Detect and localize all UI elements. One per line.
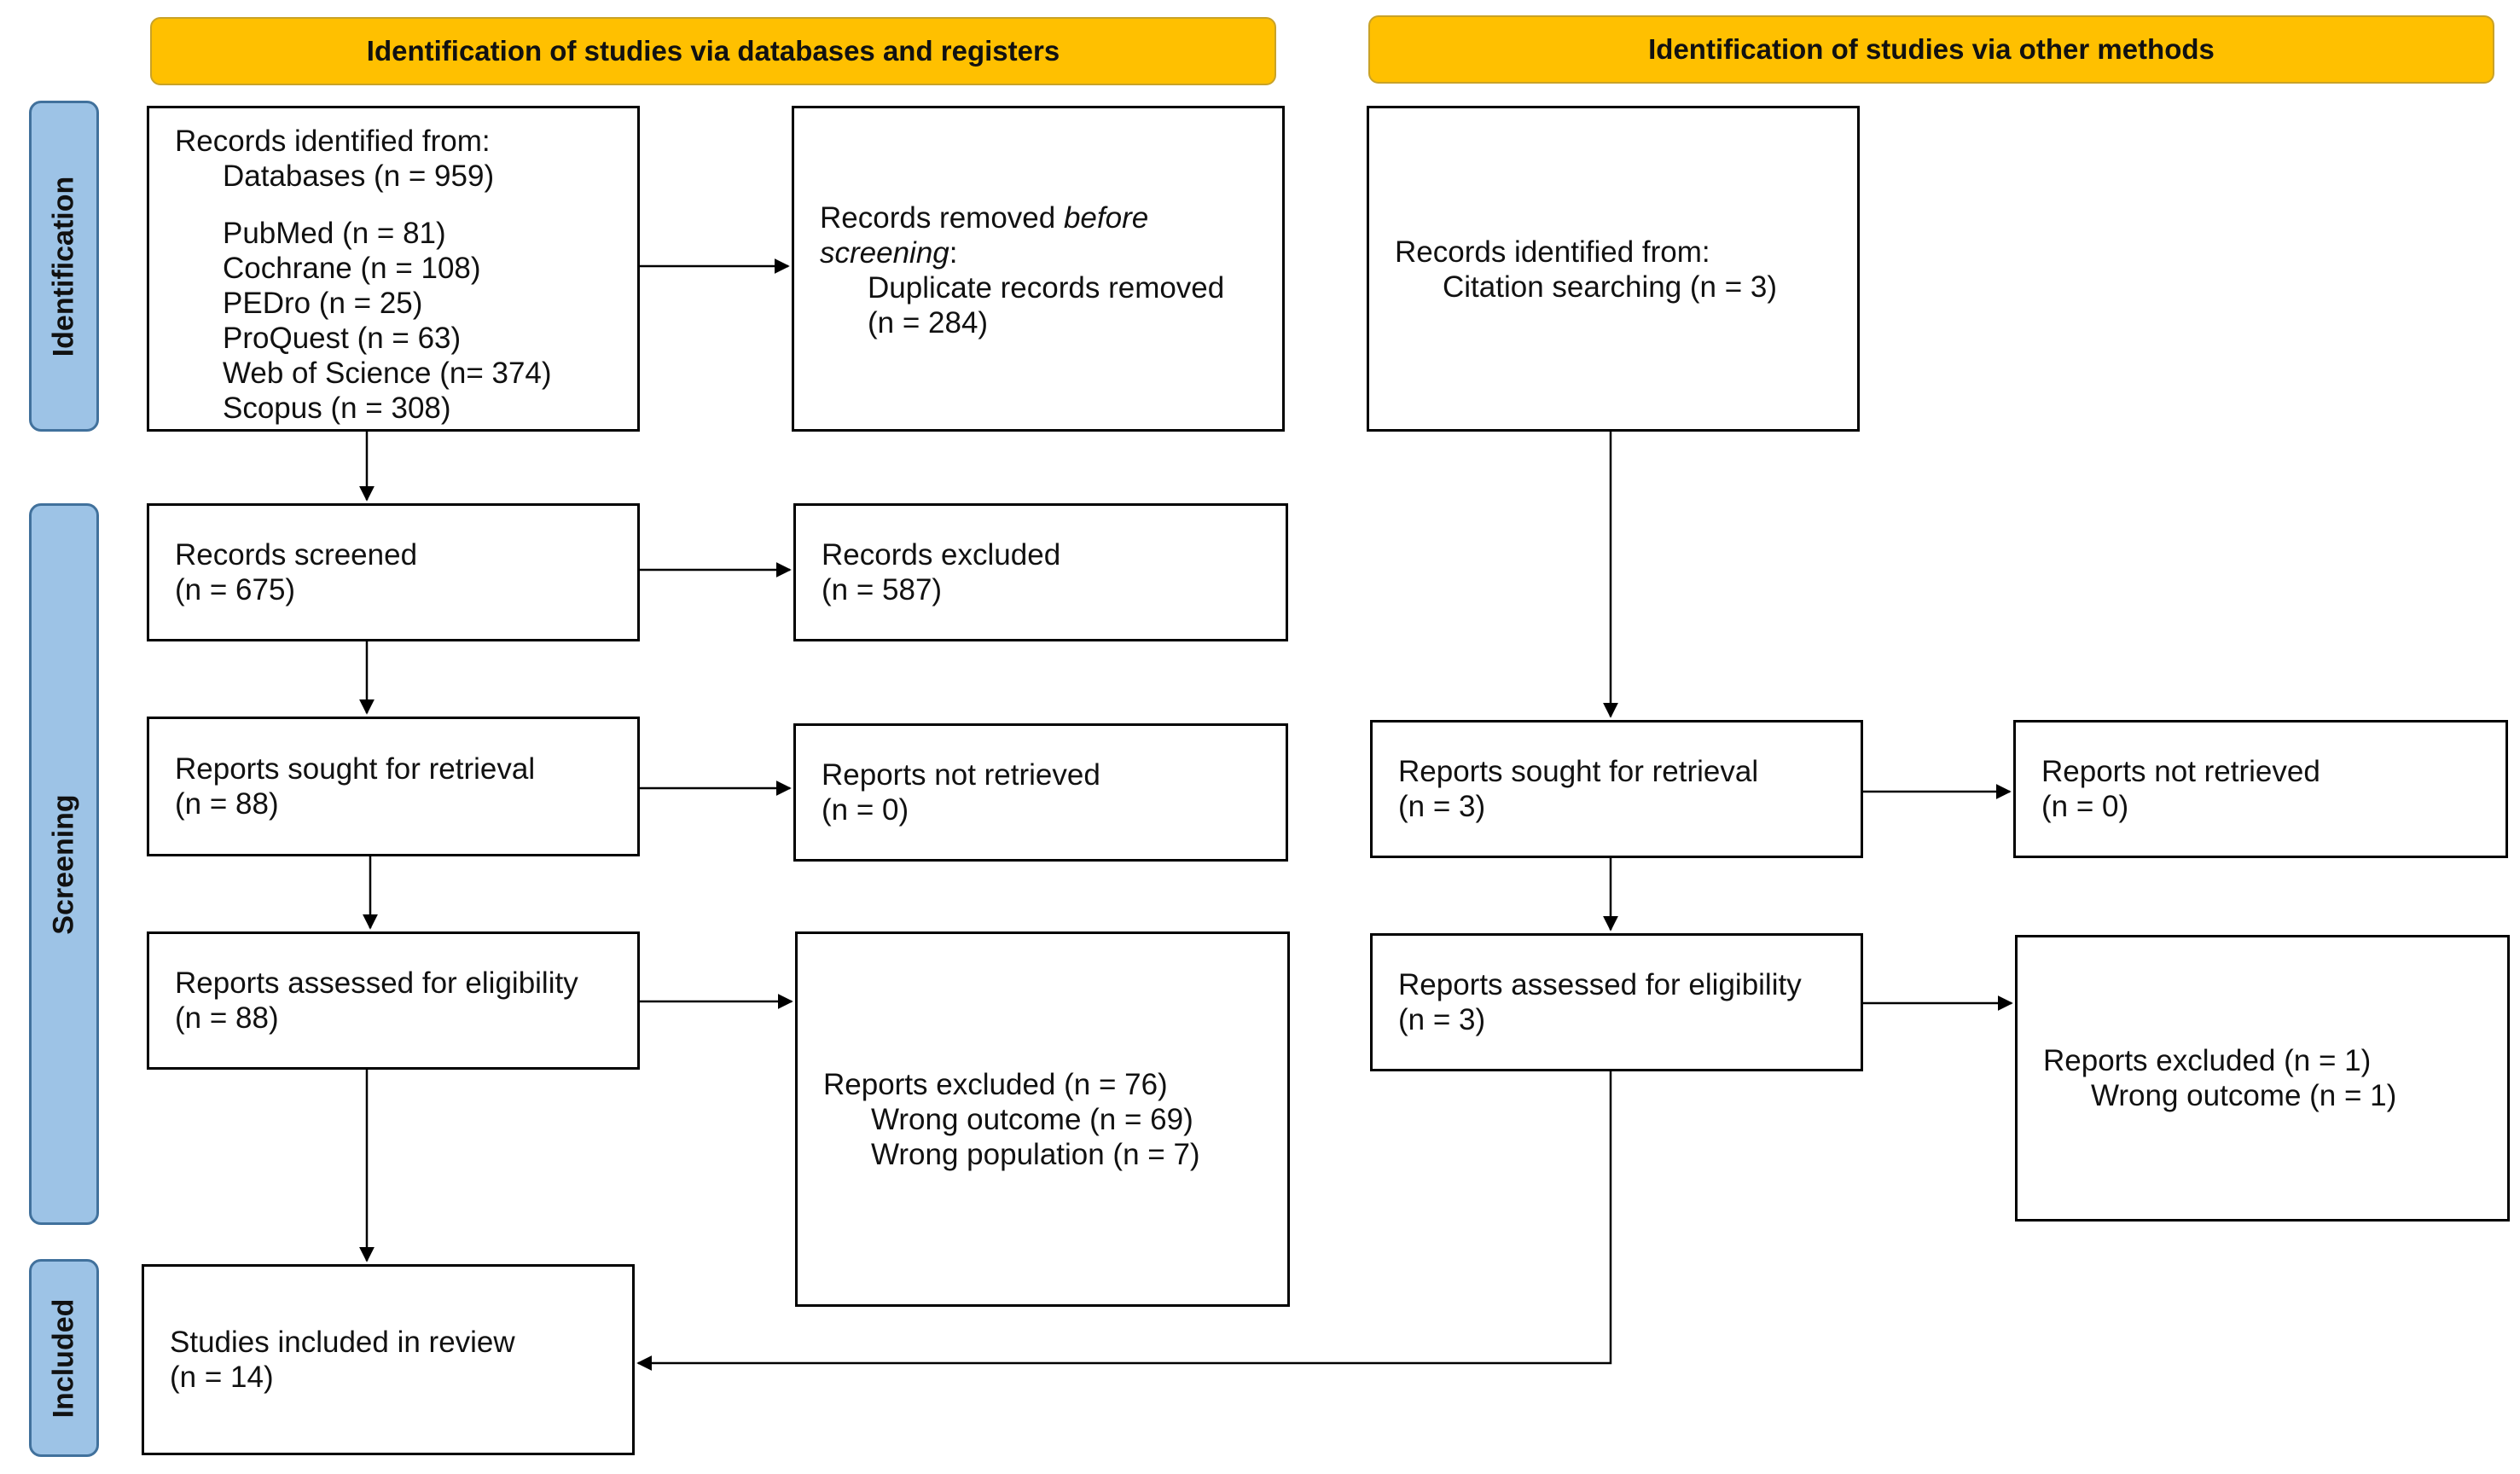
db-not-retrieved-n: (n = 0): [822, 793, 909, 827]
header-other-methods: Identification of studies via other meth…: [1368, 15, 2494, 84]
db-not-retrieved-title: Reports not retrieved: [822, 758, 1100, 792]
db-records-excluded-box: Records excluded (n = 587): [793, 503, 1288, 641]
other-reason-wrong-outcome: Wrong outcome (n = 1): [2091, 1079, 2397, 1112]
db-reason-wrong-outcome: Wrong outcome (n = 69): [871, 1102, 1193, 1136]
other-reports-excluded-title: Reports excluded (n = 1): [2043, 1044, 2372, 1077]
other-not-retrieved-title: Reports not retrieved: [2041, 755, 2320, 788]
db-assessed-title: Reports assessed for eligibility: [175, 966, 578, 1000]
db-identified-title: Records identified from:: [175, 125, 491, 158]
db-assessed-n: (n = 88): [175, 1001, 279, 1035]
arrow-other-assessed-to-included: [636, 1071, 1612, 1371]
db-records-removed-box: Records removed before screening: Duplic…: [792, 106, 1285, 432]
db-removed-line2: screening:: [820, 236, 958, 270]
db-source-proquest: ProQuest (n = 63): [223, 322, 462, 355]
db-reason-wrong-population: Wrong population (n = 7): [871, 1137, 1200, 1171]
db-records-identified-box: Records identified from: Databases (n = …: [147, 106, 640, 432]
db-source-pubmed: PubMed (n = 81): [223, 217, 446, 250]
db-removed-line3: Duplicate records removed: [868, 271, 1225, 305]
db-removed-line1: Records removed before: [820, 201, 1149, 235]
phase-screening: Screening: [29, 503, 99, 1225]
db-identified-databases: Databases (n = 959): [223, 160, 495, 193]
db-included-title: Studies included in review: [170, 1326, 515, 1359]
db-excluded-title: Records excluded: [822, 538, 1061, 572]
db-source-pedro: PEDro (n = 25): [223, 287, 423, 320]
other-sought-title: Reports sought for retrieval: [1398, 755, 1759, 788]
other-not-retrieved-n: (n = 0): [2041, 790, 2129, 823]
db-reports-excluded-title: Reports excluded (n = 76): [823, 1067, 1168, 1101]
phase-included: Included: [29, 1259, 99, 1457]
db-studies-included-box: Studies included in review (n = 14): [142, 1264, 635, 1455]
db-source-scopus: Scopus (n = 308): [223, 392, 451, 425]
other-assessed-title: Reports assessed for eligibility: [1398, 968, 1802, 1001]
db-reports-not-retrieved-box: Reports not retrieved (n = 0): [793, 723, 1288, 862]
other-identified-citation: Citation searching (n = 3): [1443, 270, 1778, 304]
db-reports-assessed-box: Reports assessed for eligibility (n = 88…: [147, 931, 640, 1070]
db-excluded-n: (n = 587): [822, 573, 943, 606]
db-source-web-of-science: Web of Science (n= 374): [223, 357, 552, 390]
db-sought-n: (n = 88): [175, 787, 279, 821]
other-identified-title: Records identified from:: [1395, 235, 1710, 269]
db-screened-title: Records screened: [175, 538, 418, 572]
other-reports-assessed-box: Reports assessed for eligibility (n = 3): [1370, 933, 1863, 1071]
header-databases: Identification of studies via databases …: [150, 17, 1276, 85]
db-removed-line4: (n = 284): [868, 306, 989, 339]
db-sought-title: Reports sought for retrieval: [175, 752, 536, 786]
other-records-identified-box: Records identified from: Citation search…: [1367, 106, 1860, 432]
other-sought-n: (n = 3): [1398, 790, 1486, 823]
db-included-n: (n = 14): [170, 1361, 274, 1394]
db-reports-sought-box: Reports sought for retrieval (n = 88): [147, 717, 640, 856]
other-reports-excluded-box: Reports excluded (n = 1) Wrong outcome (…: [2015, 935, 2510, 1222]
other-assessed-n: (n = 3): [1398, 1003, 1486, 1036]
db-reports-excluded-box: Reports excluded (n = 76) Wrong outcome …: [795, 931, 1290, 1307]
phase-identification: Identification: [29, 101, 99, 432]
db-records-screened-box: Records screened (n = 675): [147, 503, 640, 641]
db-source-cochrane: Cochrane (n = 108): [223, 252, 481, 285]
db-screened-n: (n = 675): [175, 573, 296, 606]
other-reports-sought-box: Reports sought for retrieval (n = 3): [1370, 720, 1863, 858]
other-reports-not-retrieved-box: Reports not retrieved (n = 0): [2013, 720, 2508, 858]
